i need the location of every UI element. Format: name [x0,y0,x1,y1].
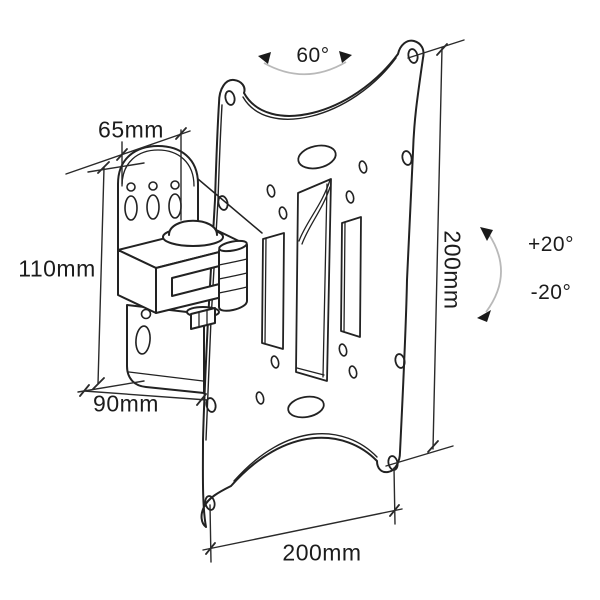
tick-mark [92,161,110,390]
dimension-65mm [65,127,191,221]
extension-line [393,467,396,525]
plate-side-slots [261,216,362,350]
mounting-hole [224,90,236,106]
tick-mark [116,127,187,161]
swivel-arc [263,61,347,76]
tilt-arc [485,232,502,313]
tilt-arrow-down [477,310,491,322]
plate-width-label: 200mm [282,539,362,566]
tick-mark [205,504,400,555]
right-slot [340,216,362,338]
dimension-200mm-horizontal [202,467,403,563]
pivot-barrel [218,239,248,312]
nut-facets [198,309,208,329]
dimension-line [202,508,403,551]
plate-top-oval-hole [297,144,337,170]
mounting-hole [394,353,406,369]
vesa-mounting-holes [204,48,419,511]
swivel-arrow-right [339,51,352,63]
tilt-up-label: +20° [527,233,575,256]
tick-mark [427,43,448,453]
barrel-top [218,239,248,253]
mounting-hole [217,195,229,211]
extension-line [385,445,454,467]
tick-mark [79,384,207,406]
plate-small-holes [255,160,368,405]
extension-line [87,162,145,173]
plate-height-label: 200mm [439,230,466,310]
mounting-hole [204,495,216,511]
pivot-dome [168,219,218,236]
dimension-200mm-vertical [385,39,465,467]
arm-depth-label: 90mm [93,390,159,417]
lower-wall-plate-fold [128,371,204,382]
wall-plate-height-label: 110mm [18,255,96,282]
wall-plate-width-label: 65mm [98,116,164,143]
rotation-indicators [258,51,502,322]
tilt-down-label: -20° [530,281,572,304]
wall-bracket [117,145,263,394]
plate-center-slot [295,178,332,382]
arm-top-edge-line [197,178,263,234]
extension-line [209,504,212,563]
dimension-110mm [77,161,145,393]
dimension-line [65,130,191,175]
tilt-arrow-up [480,227,493,241]
dimensions [65,39,465,563]
extension-line [407,39,465,59]
wall-plate-arch-inner [121,149,195,187]
hex-nut [186,306,220,330]
swivel-angle-label: 60° [296,44,330,67]
left-slot [261,232,285,350]
plate-bottom-oval-hole [287,395,325,419]
keyhole-slot-lower [135,308,152,355]
dimension-90mm [79,384,208,406]
mounting-hole [205,397,217,413]
vesa-plate-outline [200,39,425,528]
dimension-line [97,167,105,385]
barrel-ribs [218,258,248,294]
swivel-arrow-left [258,52,271,64]
mounting-hole [401,150,413,166]
dimension-line [83,390,208,401]
dimension-line [432,47,443,450]
vesa-plate [200,39,425,528]
extension-line [77,380,145,393]
